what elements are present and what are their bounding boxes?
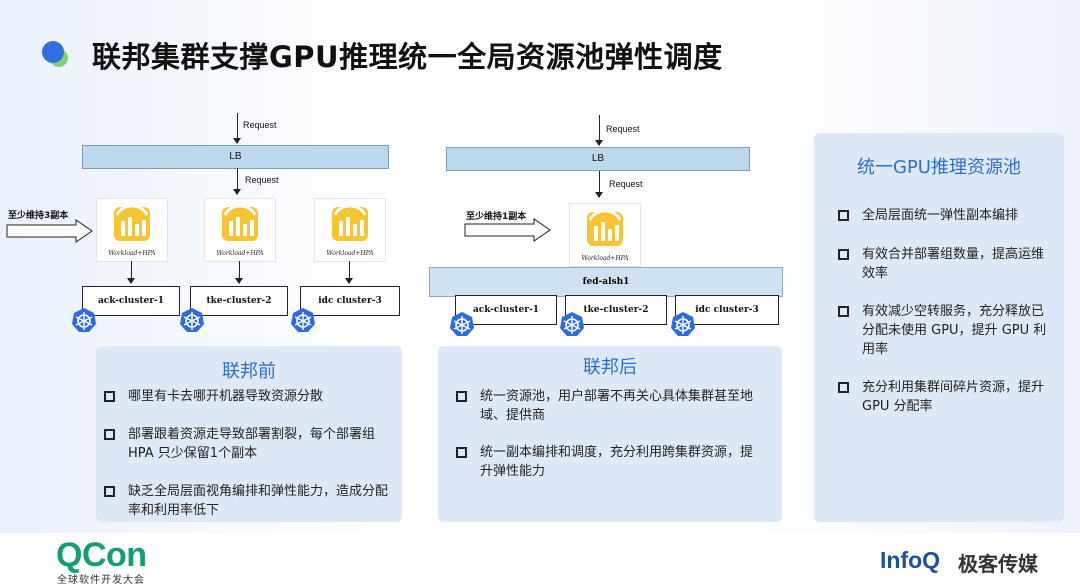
lb-bar: LB [82, 145, 389, 169]
checkbox-square-icon [456, 447, 467, 458]
footer [0, 533, 1080, 586]
diagram-after: Request LB Request 至少维持1副本 Workload+HPA … [0, 95, 800, 345]
kubernetes-icon [72, 308, 96, 332]
replica-arrow-icon [464, 218, 551, 242]
kubernetes-icon [180, 308, 204, 332]
workload-chart-icon [222, 204, 258, 241]
list-item: 缺乏全局层面视角编排和弹性能力，造成分配率和利用率低下 [104, 482, 394, 520]
request-arrow [233, 168, 242, 195]
workload-chart-icon [114, 204, 150, 241]
list-item: 全局层面统一弹性副本编排 [838, 206, 1056, 225]
kubernetes-icon [291, 308, 315, 332]
list-item: 统一副本编排和调度，充分利用跨集群资源，提升弹性能力 [456, 443, 756, 481]
request-label: Request [243, 120, 277, 130]
workload-card: Workload+HPA [569, 203, 641, 267]
after-panel: 联邦后 统一资源池，用户部署不再关心具体集群甚至地域、提供商 统一副本编排和调度… [438, 346, 782, 522]
checkbox-square-icon [838, 249, 849, 260]
checkbox-square-icon [456, 391, 467, 402]
fed-bar: fed-alsh1 [429, 267, 783, 297]
checkbox-square-icon [104, 391, 115, 402]
workload-chart-icon [587, 209, 623, 246]
cluster-box: tke-cluster-2 [190, 286, 288, 316]
workload-label: Workload+HPA [216, 250, 264, 257]
before-title: 联邦前 [222, 361, 276, 382]
title-bullet-icon [42, 41, 68, 67]
infoq-logo: InfoQ [880, 547, 941, 573]
checkbox-square-icon [104, 486, 115, 497]
workload-card: Workload+HPA [314, 198, 386, 262]
qcon-logo: QCon [56, 536, 147, 574]
request-label: Request [606, 124, 640, 134]
workload-label: Workload+HPA [581, 255, 629, 262]
list-item: 统一资源池，用户部署不再关心具体集群甚至地域、提供商 [456, 387, 756, 425]
workload-label: Workload+HPA [108, 250, 156, 257]
checkbox-square-icon [838, 306, 849, 317]
kubernetes-icon [671, 312, 695, 336]
infoq-brand-name: 极客传媒 [958, 552, 1038, 576]
workload-card: Workload+HPA [204, 198, 276, 262]
lb-bar: LB [446, 147, 750, 171]
cluster-box: idc cluster-3 [300, 286, 400, 316]
request-arrow [595, 115, 604, 146]
cluster-box: ack-cluster-1 [82, 286, 180, 316]
list-item: 哪里有卡去哪开机器导致资源分散 [104, 387, 394, 406]
pool-panel: 统一GPU推理资源池 全局层面统一弹性副本编排 有效合并部署组数量，提高运维效率… [814, 133, 1064, 522]
after-title: 联邦后 [583, 357, 637, 378]
list-item: 部署跟着资源走导致部署割裂，每个部署组 HPA 只少保留1个副本 [104, 425, 394, 463]
page-title: 联邦集群支撑GPU推理统一全局资源池弹性调度 [92, 40, 723, 74]
list-item: 充分利用集群间碎片资源，提升 GPU 分配率 [838, 378, 1056, 416]
workload-label: Workload+HPA [326, 250, 374, 257]
checkbox-square-icon [838, 210, 849, 221]
request-arrow [595, 171, 604, 198]
pool-title: 统一GPU推理资源池 [857, 157, 1021, 178]
workload-card: Workload+HPA [96, 198, 168, 262]
replica-arrow-icon [6, 219, 93, 243]
replica-note: 至少维持3副本 [8, 211, 69, 221]
deploy-arrow [345, 261, 354, 284]
request-label: Request [609, 179, 643, 189]
before-panel: 联邦前 哪里有卡去哪开机器导致资源分散 部署跟着资源走导致部署割裂，每个部署组 … [96, 346, 402, 522]
replica-note: 至少维持1副本 [466, 212, 527, 222]
list-item: 有效合并部署组数量，提高运维效率 [838, 245, 1056, 283]
request-label: Request [245, 175, 279, 185]
qcon-subtitle: 全球软件开发大会 [57, 575, 145, 586]
checkbox-square-icon [838, 382, 849, 393]
checkbox-square-icon [104, 429, 115, 440]
kubernetes-icon [450, 312, 474, 336]
kubernetes-icon [560, 312, 584, 336]
deploy-arrow [127, 261, 136, 284]
diagram-before: Request LB Request 至少维持3副本 Workload+HPA [0, 95, 800, 345]
request-arrow [233, 113, 242, 144]
deploy-arrow [235, 261, 244, 284]
workload-chart-icon [332, 204, 368, 241]
list-item: 有效减少空转服务，充分释放已分配未使用 GPU，提升 GPU 利用率 [838, 302, 1056, 359]
